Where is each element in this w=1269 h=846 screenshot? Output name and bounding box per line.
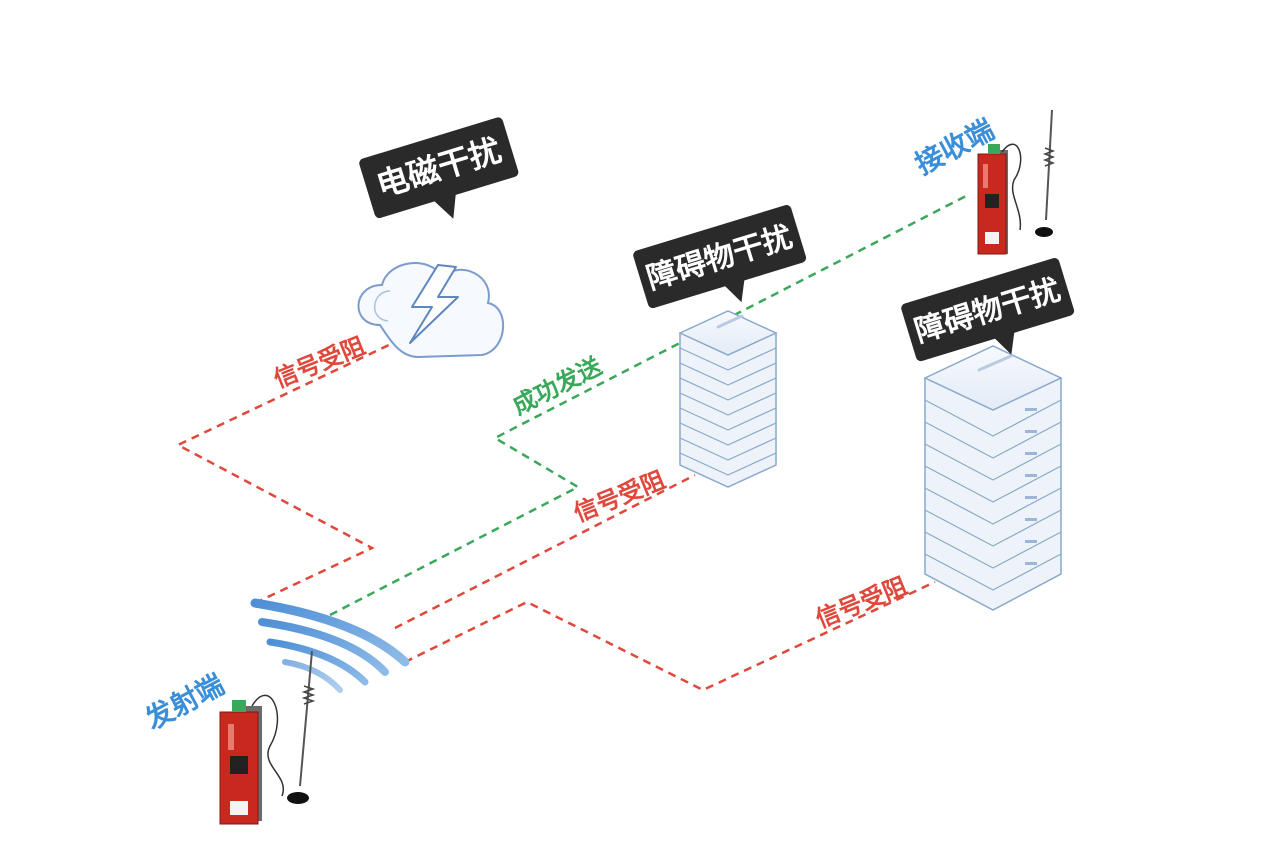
blocked-label-2: 信号受阻 bbox=[570, 466, 669, 528]
callout-obstacle-2: 障碍物干扰 bbox=[901, 258, 1075, 362]
server-stack-icon bbox=[678, 310, 778, 488]
blocked-path-obstacle-1 bbox=[394, 473, 696, 630]
signal-wave-icon bbox=[250, 598, 410, 693]
blocked-label-1: 信号受阻 bbox=[270, 332, 369, 394]
cloud-lightning-icon bbox=[357, 262, 504, 359]
blocked-path-emi bbox=[175, 333, 411, 605]
callout-obstacle-1: 障碍物干扰 bbox=[633, 205, 807, 309]
blocked-label-3: 信号受阻 bbox=[812, 572, 911, 634]
antenna-icon bbox=[1035, 109, 1056, 237]
antenna-icon bbox=[287, 650, 316, 804]
success-label: 成功发送 bbox=[508, 351, 607, 420]
router-device-icon bbox=[219, 650, 316, 825]
callout-emi: 电磁干扰 bbox=[359, 117, 519, 219]
router-device-icon bbox=[977, 109, 1056, 255]
server-stack-icon bbox=[923, 345, 1063, 611]
success-path bbox=[329, 193, 969, 617]
transmitter-label: 发射端 bbox=[139, 668, 230, 737]
